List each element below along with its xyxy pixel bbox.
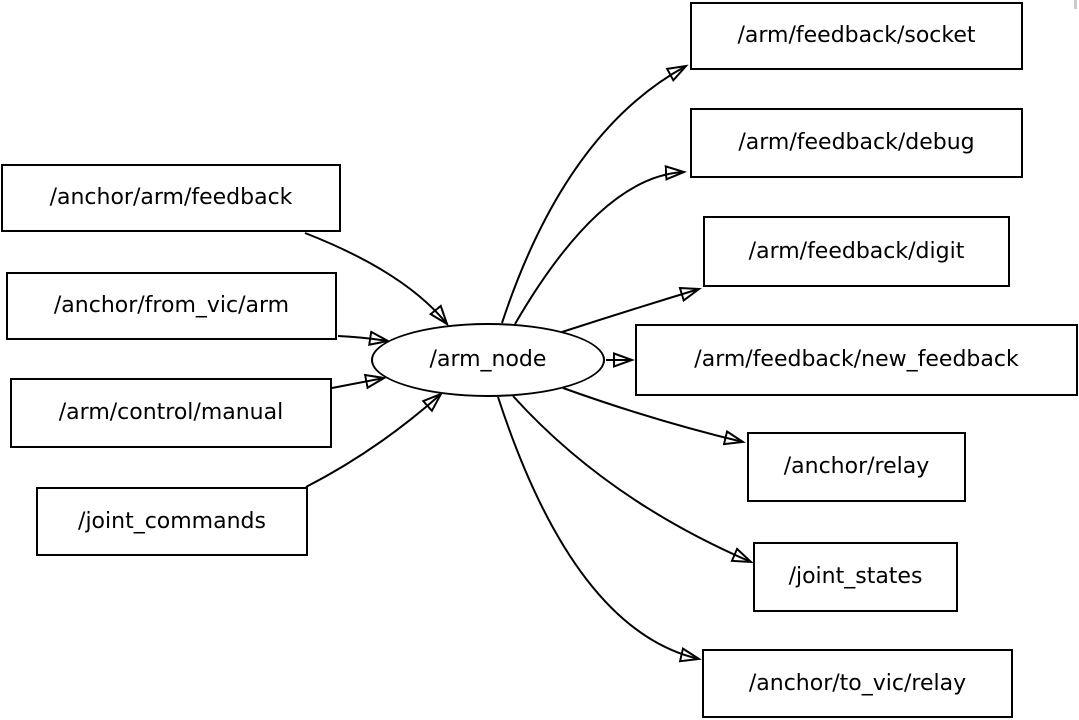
topic-label: /joint_commands: [78, 508, 266, 534]
topic-label: /anchor/relay: [783, 454, 930, 479]
edge-arm-node-to-arm-feedback-socket: [501, 64, 689, 324]
edge-arm-node-to-anchor-relay: [562, 387, 746, 446]
edge-arm-node-to-joint-states: [512, 395, 754, 564]
topic-box-arm-feedback-socket: /arm/feedback/socket: [690, 2, 1023, 70]
edge-arm-node-to-anchor-to-vic-relay: [497, 396, 702, 663]
topic-label: /arm/feedback/digit: [748, 238, 965, 264]
topic-label: /anchor/arm/feedback: [49, 185, 293, 210]
edge-anchor-from-vic-arm-to-arm-node: [337, 330, 391, 346]
edge-joint-commands-to-arm-node: [305, 392, 444, 488]
topic-label: /arm/feedback/socket: [737, 23, 976, 48]
topic-box-anchor-relay: /anchor/relay: [747, 432, 966, 502]
topic-label: /arm/feedback/debug: [738, 130, 975, 155]
topic-label: /arm/feedback/new_feedback: [694, 347, 1019, 372]
node-arm-node-label: /arm_node: [429, 347, 547, 372]
topic-label: /anchor/to_vic/relay: [748, 670, 967, 696]
corner-artifact: [1074, 0, 1077, 9]
topic-box-arm-control-manual: /arm/control/manual: [10, 378, 332, 448]
topic-label: /anchor/from_vic/arm: [53, 293, 290, 318]
topic-box-joint-commands: /joint_commands: [36, 487, 308, 556]
edge-arm-node-to-arm-feedback-debug: [514, 165, 687, 325]
topic-box-anchor-from-vic-arm: /anchor/from_vic/arm: [6, 272, 337, 340]
topic-box-arm-feedback-digit: /arm/feedback/digit: [703, 216, 1010, 287]
topic-box-anchor-to-vic-relay: /anchor/to_vic/relay: [702, 649, 1013, 718]
topic-box-arm-feedback-new-feedback: /arm/feedback/new_feedback: [635, 324, 1078, 396]
topic-box-joint-states: /joint_states: [753, 542, 958, 612]
edge-arm-control-manual-to-arm-node: [331, 373, 387, 390]
edge-anchor-arm-feedback-to-arm-node: [304, 232, 449, 327]
topic-box-anchor-arm-feedback: /anchor/arm/feedback: [1, 164, 341, 232]
topic-box-arm-feedback-debug: /arm/feedback/debug: [690, 108, 1023, 178]
node-arm-node: /arm_node: [371, 323, 605, 397]
topic-label: /arm/control/manual: [58, 400, 284, 425]
edge-arm-node-to-arm-feedback-digit: [561, 286, 702, 333]
topic-label: /joint_states: [788, 564, 923, 589]
